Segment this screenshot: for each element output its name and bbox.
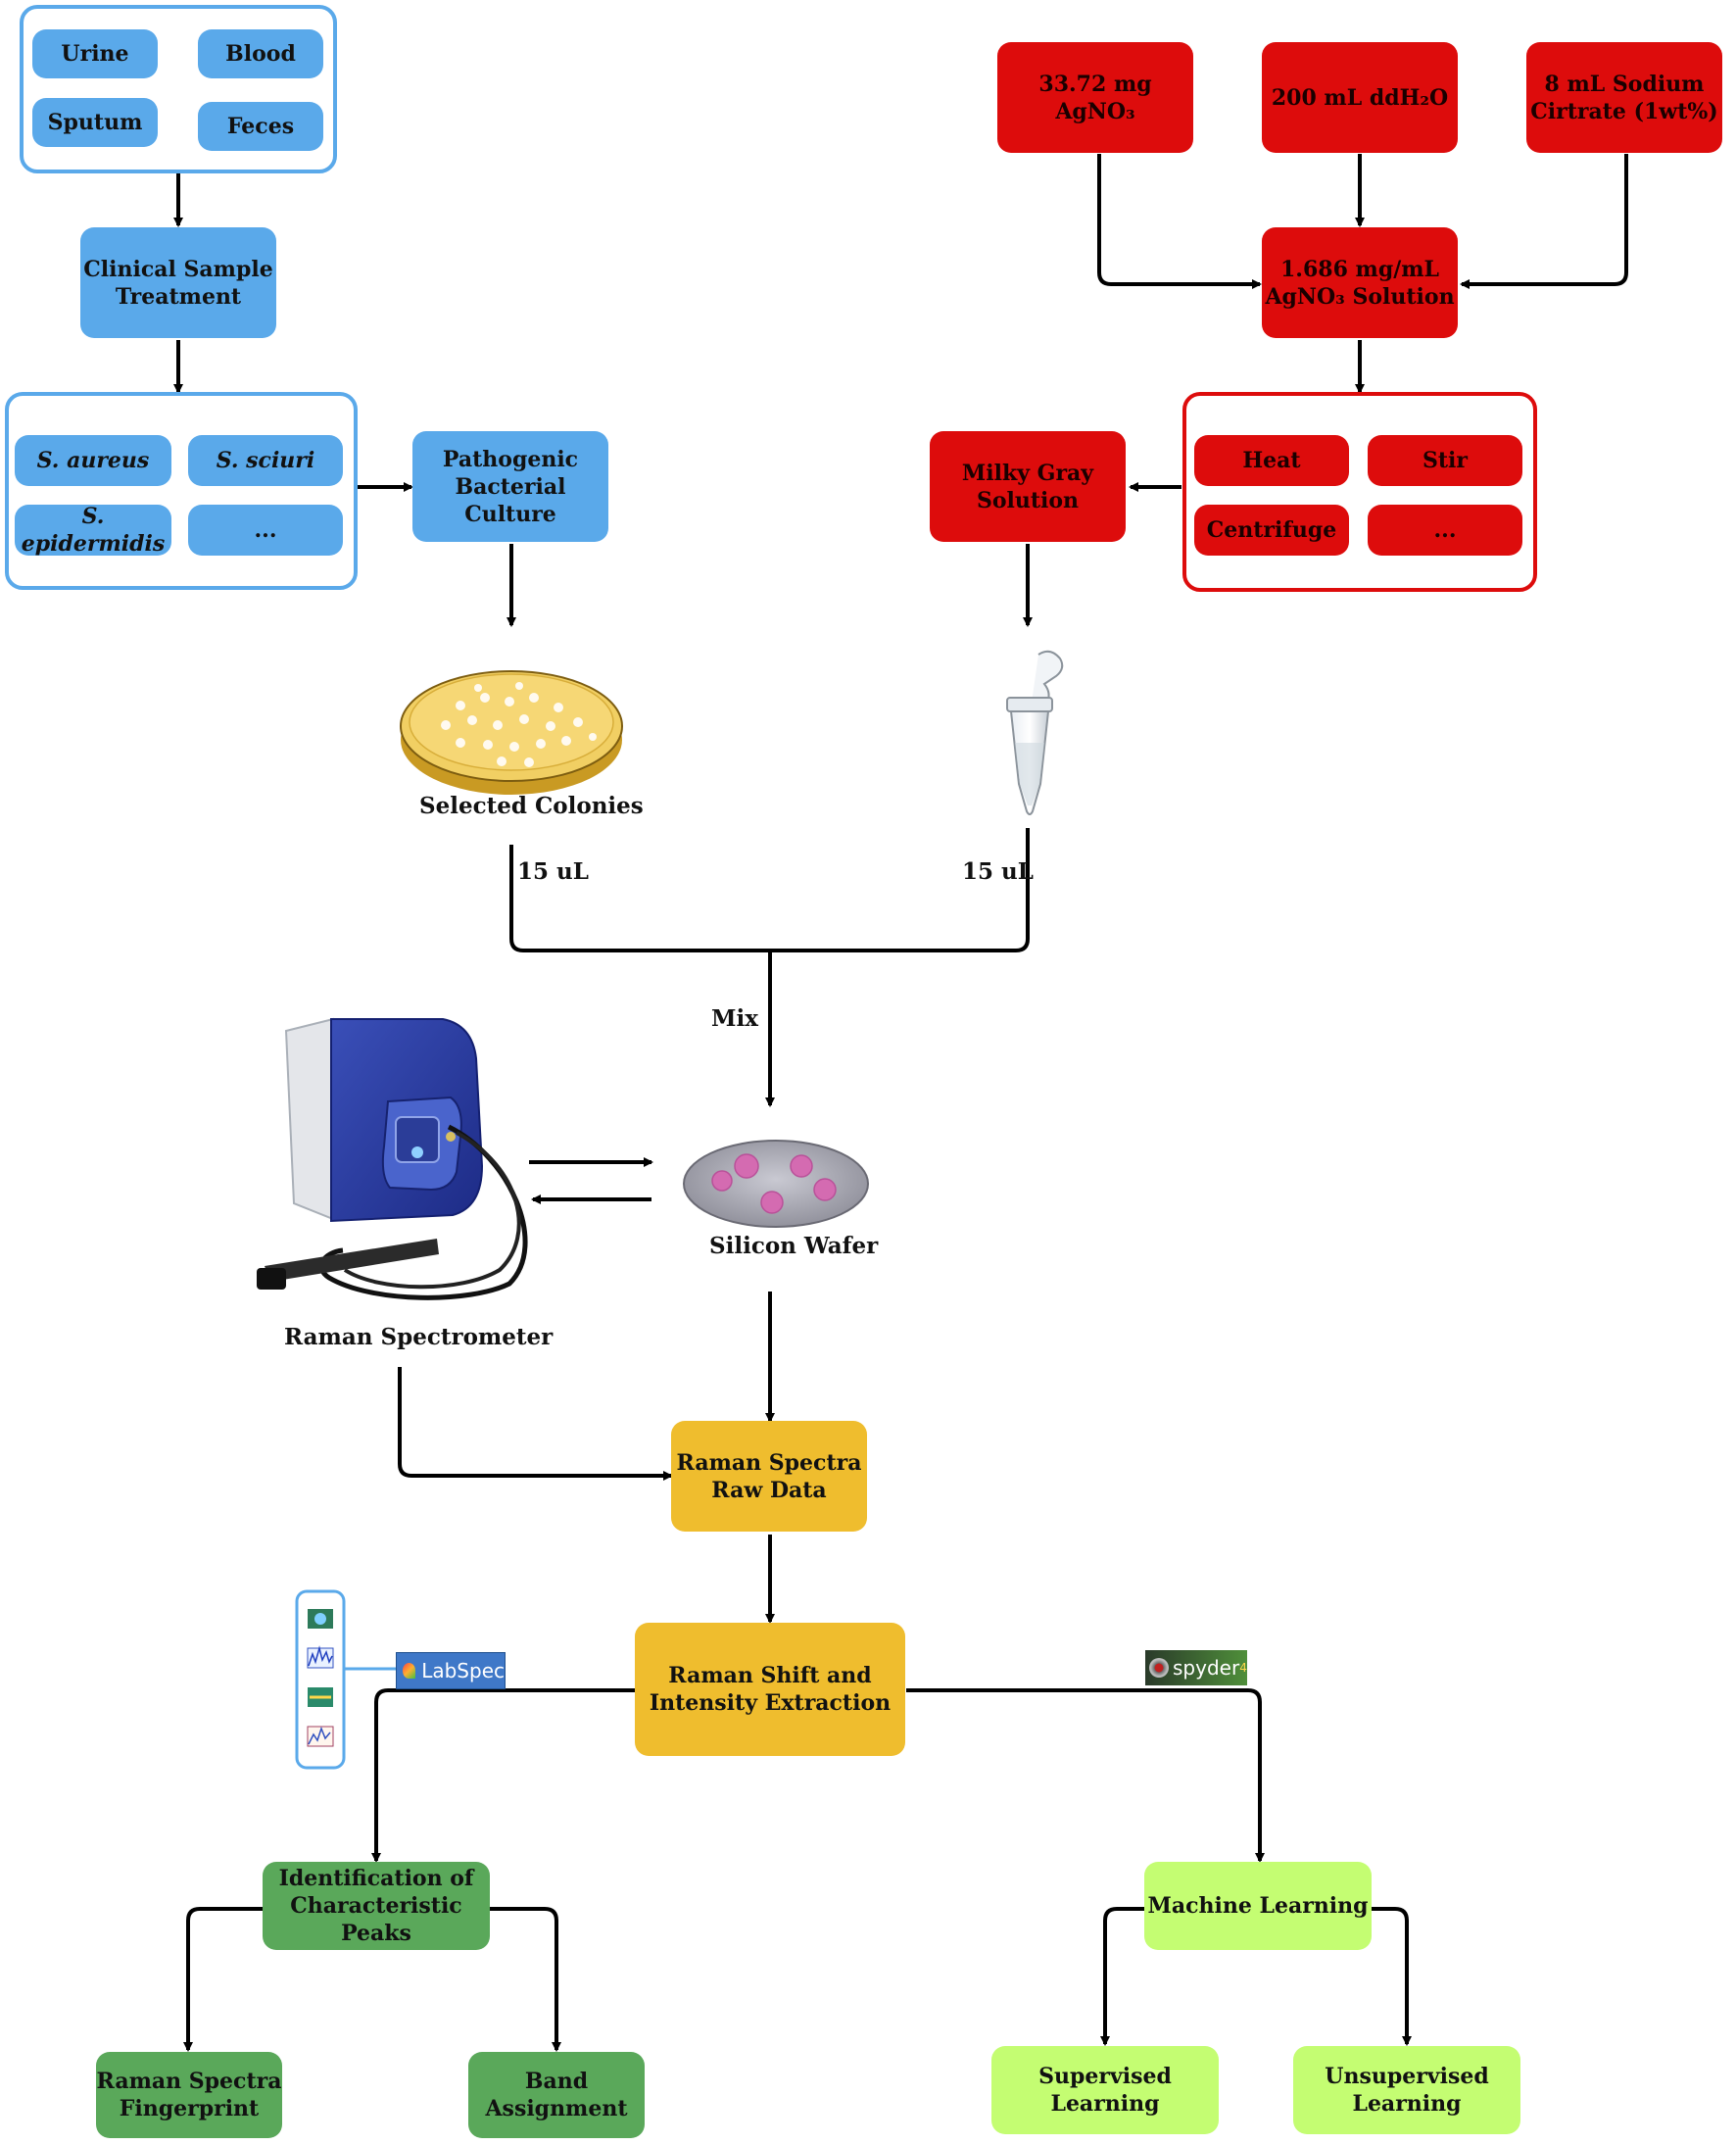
arrow-ml-to-unsupervised: [1372, 1907, 1412, 2046]
labspec-label: LabSpec: [421, 1659, 505, 1682]
arrow-citrate-to-solution: [1460, 154, 1628, 289]
labspec-toolbar-icon: [295, 1589, 346, 1770]
identification-characteristic-peaks: Identification of Characteristic Peaks: [263, 1862, 490, 1950]
bacteria-s-aureus: S. aureus: [15, 435, 171, 486]
spyder-label: spyder: [1173, 1656, 1240, 1680]
raman-spectra-fingerprint: Raman Spectra Fingerprint: [96, 2052, 282, 2138]
synthesis-steps-frame: [1182, 392, 1537, 592]
petri-dish-icon: [400, 670, 623, 795]
silicon-wafer-icon: [683, 1140, 869, 1228]
agno3-solution: 1.686 mg/mL AgNO₃ Solution: [1262, 227, 1458, 338]
step-stir: Stir: [1368, 435, 1522, 486]
arrow-extraction-to-identification: [371, 1688, 637, 1863]
pathogenic-bacterial-culture: Pathogenic Bacterial Culture: [412, 431, 608, 542]
sample-types-frame: [20, 5, 337, 173]
bacteria-more: ...: [188, 505, 343, 556]
mix-merge-line: [509, 828, 1030, 952]
milky-gray-solution: Milky Gray Solution: [930, 431, 1126, 542]
sample-urine: Urine: [32, 29, 158, 78]
arrow-identification-to-fingerprint: [183, 1907, 263, 2052]
volume-right-label: 15 uL: [962, 858, 1034, 885]
mix-label: Mix: [711, 1005, 758, 1032]
reagent-agno3: 33.72 mg AgNO₃: [997, 42, 1193, 153]
supervised-learning: Supervised Learning: [991, 2046, 1219, 2134]
step-centrifuge: Centrifuge: [1194, 505, 1349, 556]
selected-colonies-label: Selected Colonies: [419, 793, 644, 819]
labspec-logo: LabSpec: [396, 1652, 506, 1689]
spyder-version: 4: [1239, 1661, 1247, 1675]
step-heat: Heat: [1194, 435, 1349, 486]
raman-spectrometer-icon: [257, 1017, 528, 1300]
arrow-ml-to-supervised: [1100, 1907, 1144, 2046]
spyder-web-icon: [1149, 1658, 1169, 1678]
bacteria-frame: [5, 392, 358, 590]
spyder-logo: spyder 4: [1145, 1650, 1247, 1685]
silicon-wafer-label: Silicon Wafer: [709, 1233, 879, 1259]
raman-shift-intensity-extraction: Raman Shift and Intensity Extraction: [635, 1623, 905, 1756]
unsupervised-learning: Unsupervised Learning: [1293, 2046, 1520, 2134]
labspec-swoosh-icon: [403, 1663, 416, 1679]
bacteria-s-epidermidis: S. epidermidis: [15, 504, 171, 557]
volume-left-label: 15 uL: [517, 858, 589, 885]
arrow-extraction-to-ml: [906, 1688, 1265, 1863]
reagent-ddh2o: 200 mL ddH₂O: [1262, 42, 1458, 153]
band-assignment: Band Assignment: [468, 2052, 645, 2138]
arrow-identification-to-band: [490, 1907, 561, 2052]
machine-learning: Machine Learning: [1144, 1862, 1372, 1950]
raman-spectrometer-label: Raman Spectrometer: [284, 1324, 554, 1350]
raman-spectra-raw-data: Raman Spectra Raw Data: [671, 1421, 867, 1532]
eppendorf-tube-icon: [1006, 650, 1064, 815]
bacteria-s-sciuri: S. sciuri: [188, 435, 343, 486]
sample-blood: Blood: [198, 29, 323, 78]
arrow-spectrometer-to-rawdata: [398, 1367, 673, 1481]
sample-sputum: Sputum: [32, 98, 158, 147]
clinical-sample-treatment: Clinical Sample Treatment: [80, 227, 276, 338]
sample-feces: Feces: [198, 102, 323, 151]
arrow-agno3-to-solution: [1097, 154, 1262, 289]
step-more: ...: [1368, 505, 1522, 556]
reagent-sodium-citrate: 8 mL Sodium Cirtrate (1wt%): [1526, 42, 1722, 153]
